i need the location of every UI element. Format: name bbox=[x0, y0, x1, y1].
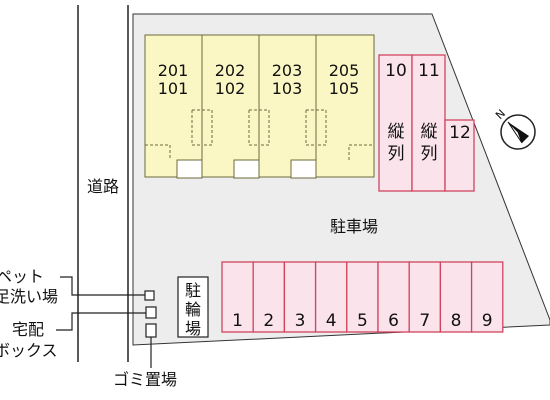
parking-space-number: 8 bbox=[451, 311, 462, 331]
delivery-box-label-line2: ボックス bbox=[0, 341, 58, 360]
pet-wash-leader bbox=[60, 276, 145, 296]
delivery-box-leader bbox=[56, 312, 146, 331]
parking-space-number: 5 bbox=[357, 311, 368, 331]
stair-outline bbox=[145, 144, 171, 160]
parking-space-number: 3 bbox=[295, 311, 306, 331]
parking-space-number: 1 bbox=[232, 311, 243, 331]
parking-space-9 bbox=[470, 261, 504, 333]
bicycle-parking bbox=[177, 276, 209, 338]
stair-outline bbox=[348, 144, 374, 160]
delivery-box-label-line1: 宅配 bbox=[12, 320, 44, 339]
entrance-recess bbox=[233, 159, 260, 179]
entrance-recess bbox=[290, 159, 317, 179]
parking-lot-label: 駐車場 bbox=[330, 217, 378, 236]
parking-space-1 bbox=[221, 261, 254, 333]
parking-space-8 bbox=[439, 261, 473, 333]
parking-space-number: 6 bbox=[388, 311, 399, 331]
parking-top-group: 10 11 12 縦列 縦列 bbox=[378, 54, 475, 192]
parking-space-4 bbox=[314, 261, 348, 333]
parallel-note: 縦列 bbox=[421, 122, 438, 164]
parking-space-11 bbox=[411, 54, 446, 192]
parking-space-number: 10 bbox=[385, 61, 407, 81]
unit-label-lower: 105 bbox=[329, 79, 360, 98]
unit-label-upper: 201 bbox=[158, 61, 189, 80]
pet-wash-marker bbox=[144, 290, 155, 301]
pet-wash-label-line2: 足洗い場 bbox=[0, 287, 58, 306]
entrance-recess bbox=[176, 159, 203, 179]
garbage-marker bbox=[145, 323, 157, 338]
parking-space-3 bbox=[283, 261, 317, 333]
delivery-box-marker bbox=[145, 306, 157, 319]
unit-label-lower: 101 bbox=[158, 79, 189, 98]
apartment-building: 201 101 202 102 203 103 205 105 bbox=[144, 34, 375, 179]
compass-icon: N bbox=[493, 107, 536, 150]
parking-space-number: 12 bbox=[449, 123, 471, 143]
parking-space-number: 7 bbox=[419, 311, 430, 331]
parking-space-number: 2 bbox=[263, 311, 274, 331]
stair-outline bbox=[191, 110, 202, 146]
parking-space-number: 9 bbox=[482, 311, 493, 331]
unit-label-upper: 203 bbox=[272, 61, 303, 80]
stair-outline bbox=[249, 109, 270, 146]
pet-wash-label-line1: ペット bbox=[0, 267, 44, 286]
compass-needle-tail bbox=[507, 121, 523, 144]
stair-outline bbox=[305, 110, 316, 146]
road-label: 道路 bbox=[87, 177, 119, 196]
bicycle-parking-label: 駐輪場 bbox=[185, 281, 201, 338]
garbage-label: ゴミ置場 bbox=[113, 370, 177, 389]
unit-label-upper: 205 bbox=[329, 61, 360, 80]
parking-space-5 bbox=[346, 261, 379, 333]
unit-label-lower: 103 bbox=[272, 79, 303, 98]
parking-space-number: 4 bbox=[326, 311, 337, 331]
unit-label-lower: 102 bbox=[215, 79, 246, 98]
stair-outline bbox=[192, 109, 213, 146]
parallel-note: 縦列 bbox=[388, 122, 405, 164]
unit-label-upper: 202 bbox=[215, 61, 246, 80]
parking-space-number: 11 bbox=[418, 61, 440, 81]
parking-space-12 bbox=[444, 119, 475, 192]
parking-space-7 bbox=[408, 261, 442, 333]
stair-outline bbox=[248, 110, 259, 146]
stair-outline bbox=[306, 109, 327, 146]
